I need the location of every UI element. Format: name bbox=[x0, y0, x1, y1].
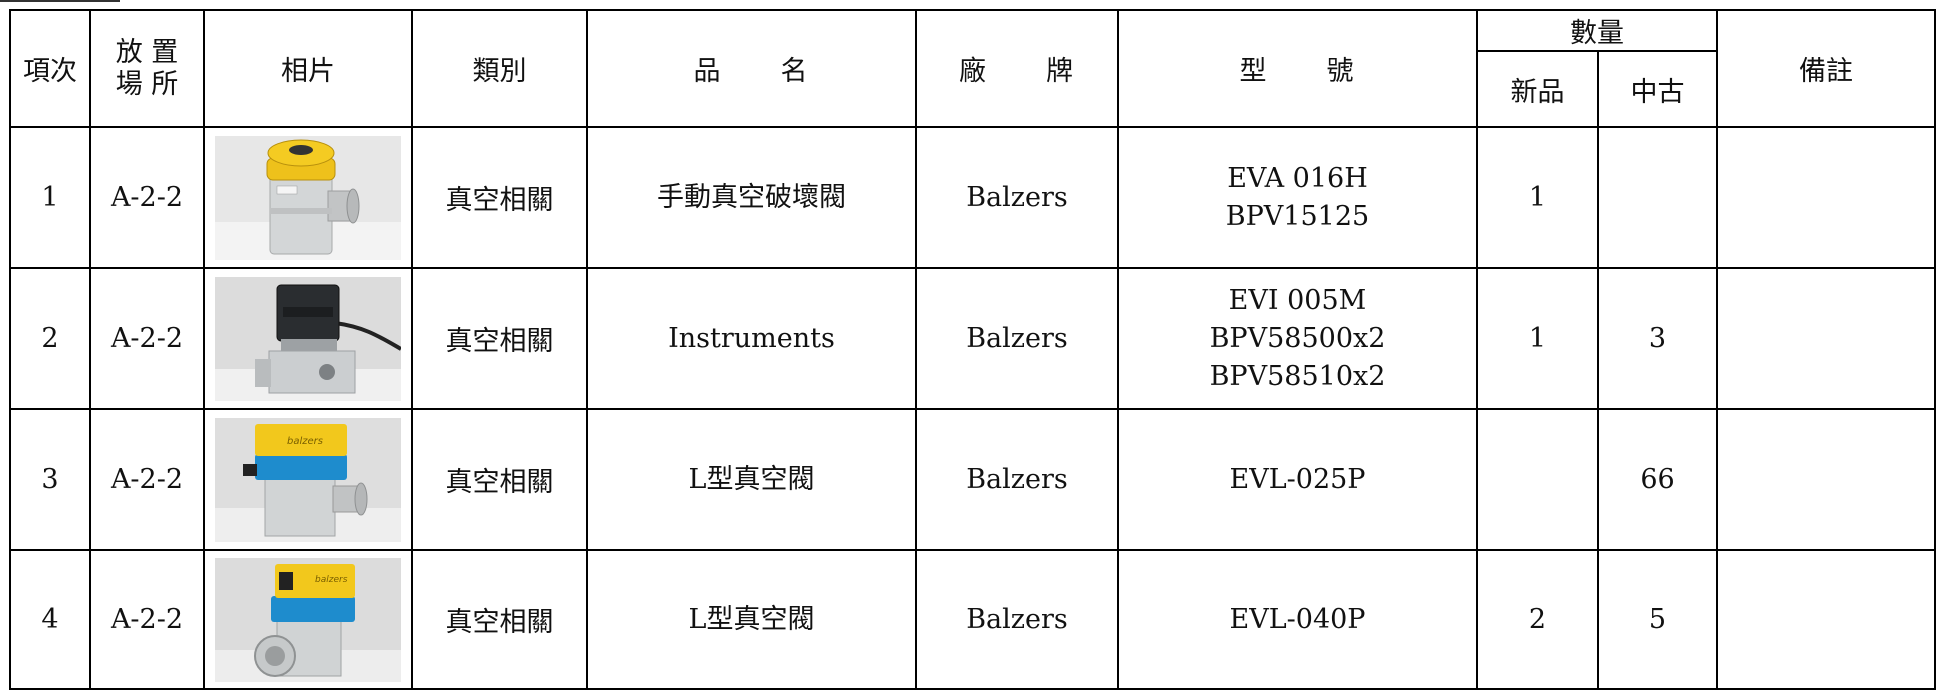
cell-category: 真空相關 bbox=[411, 408, 588, 551]
cell-brand: Balzers bbox=[915, 267, 1119, 410]
yellow-knob-vacuum-valve-icon bbox=[215, 135, 401, 260]
header-qty-new: 新品 bbox=[1476, 50, 1599, 128]
table-row: 4 A-2-2 balzers 真空 bbox=[9, 549, 1936, 690]
model-line: BPV15125 bbox=[1225, 200, 1370, 232]
cell-item-no: 3 bbox=[9, 408, 91, 551]
cell-location: A-2-2 bbox=[89, 408, 205, 551]
cell-model: EVA 016H BPV15125 bbox=[1117, 126, 1478, 269]
cell-remarks bbox=[1716, 408, 1936, 551]
model-line: EVI 005M bbox=[1228, 284, 1367, 316]
cell-qty-used bbox=[1597, 126, 1718, 269]
header-name-label: 品 名 bbox=[693, 56, 810, 87]
top-edge-mark bbox=[0, 0, 120, 8]
cell-photo bbox=[203, 126, 413, 269]
header-photo: 相片 bbox=[203, 9, 413, 128]
table-row: 2 A-2-2 真空相關 bbox=[9, 267, 1936, 410]
cell-item-no: 1 bbox=[9, 126, 91, 269]
yellow-blue-angle-valve-icon: balzers bbox=[215, 557, 401, 682]
cell-item-no: 2 bbox=[9, 267, 91, 410]
model-line: EVA 016H bbox=[1227, 162, 1368, 194]
cell-qty-used: 5 bbox=[1597, 549, 1718, 690]
cell-remarks bbox=[1716, 549, 1936, 690]
cell-name: Instruments bbox=[586, 267, 917, 410]
cell-brand: Balzers bbox=[915, 408, 1119, 551]
header-location-line1: 放 置 bbox=[115, 36, 179, 68]
model-line: EVL-025P bbox=[1229, 463, 1366, 495]
cell-qty-new: 1 bbox=[1476, 267, 1599, 410]
header-remarks: 備註 bbox=[1716, 9, 1936, 128]
header-qty-used: 中古 bbox=[1597, 50, 1718, 128]
table-header: 項次 放 置 場 所 相片 類別 品 名 廠 牌 型 號 數量 備註 新品 中古 bbox=[9, 9, 1936, 128]
product-photo: balzers bbox=[215, 557, 401, 682]
cell-qty-new bbox=[1476, 408, 1599, 551]
cell-model: EVI 005M BPV58500x2 BPV58510x2 bbox=[1117, 267, 1478, 410]
product-photo bbox=[215, 135, 401, 260]
yellow-blue-angle-valve-icon: balzers bbox=[215, 417, 401, 542]
cell-name: L型真空閥 bbox=[586, 549, 917, 690]
header-item-no: 項次 bbox=[9, 9, 91, 128]
model-line: BPV58510x2 bbox=[1209, 360, 1386, 392]
cell-model: EVL-025P bbox=[1117, 408, 1478, 551]
table-row: 1 A-2-2 bbox=[9, 126, 1936, 269]
cell-item-no: 4 bbox=[9, 549, 91, 690]
cell-name: 手動真空破壞閥 bbox=[586, 126, 917, 269]
cell-qty-new: 1 bbox=[1476, 126, 1599, 269]
header-name: 品 名 bbox=[586, 9, 917, 128]
balzers-label: balzers bbox=[287, 436, 323, 447]
cell-photo bbox=[203, 267, 413, 410]
table-row: 3 A-2-2 balzers 真空 bbox=[9, 408, 1936, 551]
header-category: 類別 bbox=[411, 9, 588, 128]
balzers-label: balzers bbox=[315, 575, 348, 585]
product-photo: balzers bbox=[215, 417, 401, 542]
cell-category: 真空相關 bbox=[411, 126, 588, 269]
cell-brand: Balzers bbox=[915, 126, 1119, 269]
header-brand-label: 廠 牌 bbox=[959, 56, 1075, 87]
cell-qty-used: 3 bbox=[1597, 267, 1718, 410]
header-quantity: 數量 bbox=[1476, 9, 1718, 52]
cell-qty-used: 66 bbox=[1597, 408, 1718, 551]
cell-photo: balzers bbox=[203, 408, 413, 551]
cell-brand: Balzers bbox=[915, 549, 1119, 690]
header-brand: 廠 牌 bbox=[915, 9, 1119, 128]
cell-remarks bbox=[1716, 126, 1936, 269]
inventory-table: 項次 放 置 場 所 相片 類別 品 名 廠 牌 型 號 數量 備註 新品 中古… bbox=[9, 9, 1936, 690]
cell-name: L型真空閥 bbox=[586, 408, 917, 551]
header-model-label: 型 號 bbox=[1239, 56, 1356, 87]
cell-category: 真空相關 bbox=[411, 549, 588, 690]
cell-location: A-2-2 bbox=[89, 549, 205, 690]
table-body: 1 A-2-2 bbox=[9, 126, 1936, 690]
model-line: BPV58500x2 bbox=[1209, 322, 1386, 354]
model-line: EVL-040P bbox=[1229, 603, 1366, 635]
cell-location: A-2-2 bbox=[89, 126, 205, 269]
cell-category: 真空相關 bbox=[411, 267, 588, 410]
header-model: 型 號 bbox=[1117, 9, 1478, 128]
header-location: 放 置 場 所 bbox=[89, 9, 205, 128]
cell-photo: balzers bbox=[203, 549, 413, 690]
product-photo bbox=[215, 276, 401, 401]
cell-qty-new: 2 bbox=[1476, 549, 1599, 690]
cell-location: A-2-2 bbox=[89, 267, 205, 410]
cell-remarks bbox=[1716, 267, 1936, 410]
header-location-line2: 場 所 bbox=[115, 68, 179, 100]
cell-model: EVL-040P bbox=[1117, 549, 1478, 690]
black-solenoid-valve-icon bbox=[215, 276, 401, 401]
